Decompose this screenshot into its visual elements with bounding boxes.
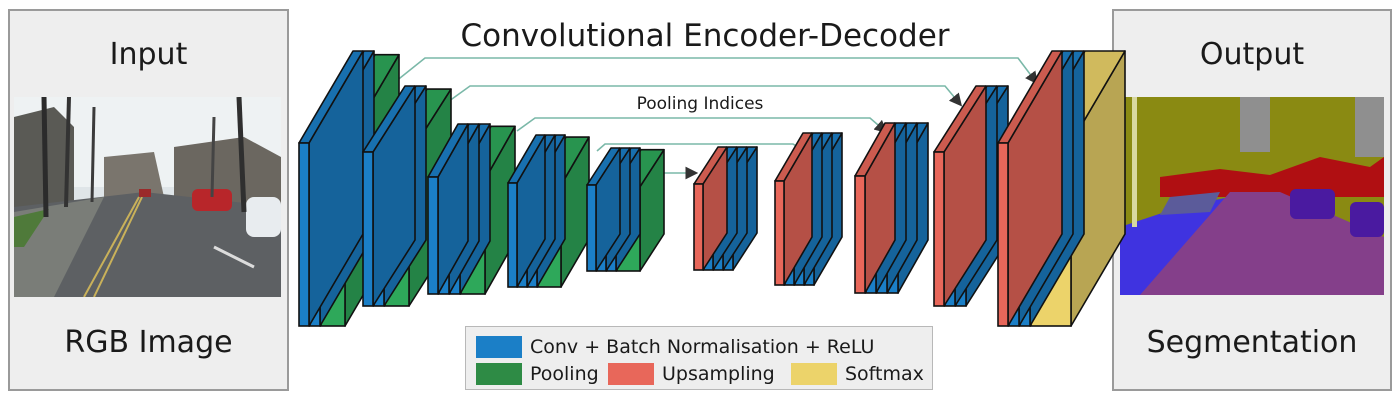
input-title: Input [109, 37, 188, 72]
decoder-block-1-layer-1-upsample [693, 183, 704, 271]
decoder-block-4-layer-1-upsample [933, 151, 945, 307]
decoder-block-1 [693, 146, 758, 271]
input-panel: Input RGB Image [8, 9, 289, 391]
encoder-block-2 [362, 85, 452, 307]
legend-swatch-softmax [791, 363, 837, 385]
legend-swatch-upsampling [608, 363, 654, 385]
decoder-block-2-layer-1-upsample [774, 180, 785, 286]
encoder-block-5 [586, 147, 665, 272]
encoder-block-1-layer-1-conv [298, 142, 310, 327]
diagram-title: Convolutional Encoder-Decoder [460, 18, 950, 54]
legend-item-upsampling: Upsampling [608, 363, 775, 385]
output-title: Output [1199, 37, 1305, 72]
legend-label-softmax: Softmax [845, 363, 924, 385]
legend-swatch-conv [476, 336, 522, 358]
legend-swatch-pooling [476, 363, 522, 385]
legend-label-pooling: Pooling [530, 363, 599, 385]
decoder-block-5 [997, 50, 1126, 327]
skip-arrow-3 [516, 117, 888, 134]
decoder-block-3-layer-1-upsample [854, 175, 866, 294]
layer-stacks [298, 50, 1126, 327]
encoder-block-2-layer-1-conv [362, 151, 374, 307]
legend-label-upsampling: Upsampling [662, 363, 775, 385]
legend-label-conv: Conv + Batch Normalisation + ReLU [530, 336, 875, 358]
decoder-block-3 [854, 122, 929, 294]
encoder-block-4 [507, 134, 590, 288]
skip-arrow-1 [394, 57, 1038, 85]
rgb-street-image [14, 97, 281, 297]
output-panel: Output Segmentation [1112, 9, 1392, 391]
legend-item-softmax: Softmax [791, 363, 924, 385]
legend-item-conv: Conv + Batch Normalisation + ReLU [476, 336, 874, 358]
legend: Conv + Batch Normalisation + ReLU Poolin… [465, 326, 933, 390]
segmentation-image [1120, 97, 1384, 295]
encoder-block-3-layer-1-conv [427, 176, 439, 295]
pooling-indices-label: Pooling Indices [636, 94, 764, 114]
skip-arrow-2 [444, 85, 963, 107]
decoder-block-5-layer-1-upsample [997, 142, 1009, 327]
decoder-block-2 [774, 132, 843, 286]
decoder-block-4 [933, 85, 1009, 307]
encoder-block-4-layer-1-conv [507, 182, 518, 288]
legend-item-pooling: Pooling [476, 363, 599, 385]
encoder-block-3 [427, 123, 516, 295]
output-caption: Segmentation [1146, 325, 1358, 360]
input-caption: RGB Image [64, 325, 233, 360]
encoder-block-5-layer-1-conv [586, 184, 597, 272]
